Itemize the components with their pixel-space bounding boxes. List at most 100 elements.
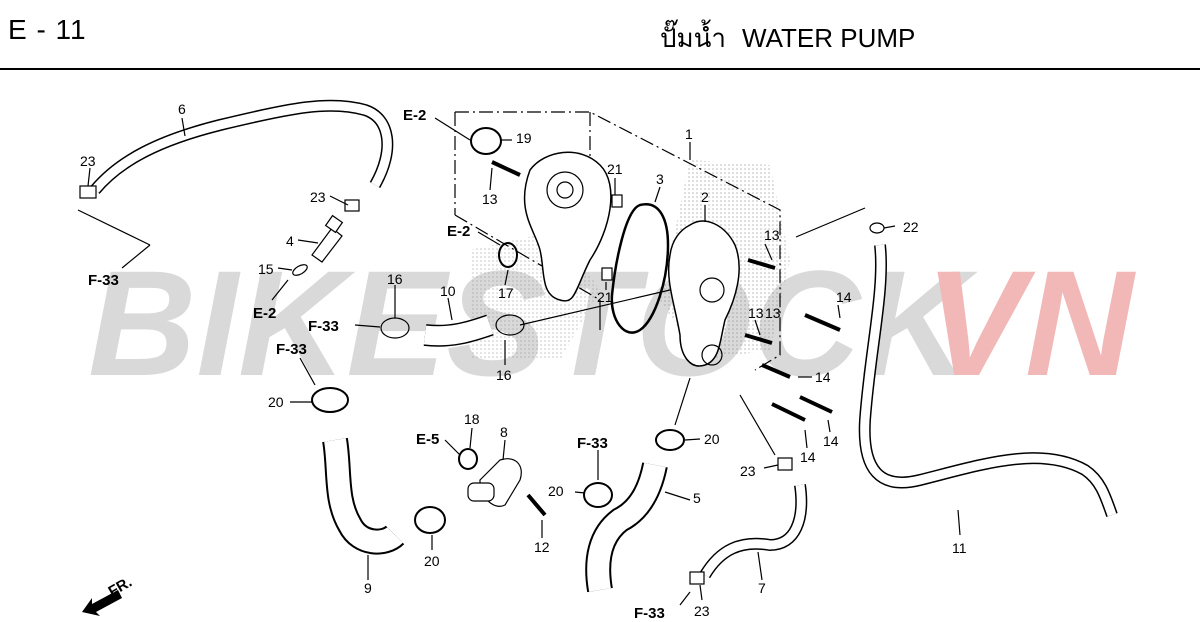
- leader-line: [804, 429, 808, 449]
- hose-9: [324, 438, 403, 553]
- leader-line: [883, 225, 896, 229]
- reference-line: [271, 279, 289, 301]
- front-direction-arrow: [82, 590, 122, 616]
- callout-number: 22: [903, 219, 919, 235]
- leader-line: [957, 509, 961, 536]
- callout-number: 6: [178, 101, 186, 117]
- callout-number: 17: [498, 285, 514, 301]
- reference-line: [519, 289, 671, 326]
- callout-number: 13: [748, 305, 764, 321]
- title-thai: ปั๊มน้ำ: [660, 24, 727, 54]
- callout-number: 23: [694, 603, 710, 619]
- leader-line: [795, 207, 866, 238]
- leader-line: [329, 195, 349, 206]
- callout-number: 3: [656, 171, 664, 187]
- callout-number: 20: [424, 553, 440, 569]
- ref-e5: E-5: [416, 431, 439, 448]
- o-ring-15: [292, 264, 308, 276]
- leader-line: [574, 491, 586, 494]
- callout-number: 11: [952, 540, 967, 556]
- leader-line: [674, 377, 691, 426]
- reference-line: [477, 231, 501, 246]
- leader-line: [654, 186, 661, 203]
- leader-line: [181, 117, 186, 137]
- callout-number: 16: [387, 271, 403, 287]
- hose-10: [423, 316, 494, 346]
- ref-f33: F-33: [276, 341, 307, 358]
- ref-f33: F-33: [634, 605, 665, 622]
- callout-number: 10: [440, 283, 456, 299]
- water-joint-8: [467, 482, 495, 502]
- callout-number: 15: [258, 261, 274, 277]
- reference-line: [679, 591, 691, 606]
- upper-hose-6: [91, 101, 392, 193]
- reference-line: [354, 324, 381, 328]
- leader-line: [754, 319, 761, 336]
- ref-e2: E-2: [253, 305, 276, 322]
- callout-number: 14: [815, 369, 831, 385]
- callout-number: 23: [80, 153, 96, 169]
- water-pump-body: [523, 151, 612, 302]
- callout-number: 20: [268, 394, 284, 410]
- callout-number: 12: [534, 539, 550, 555]
- ref-f33: F-33: [88, 272, 119, 289]
- bolt-14: [799, 395, 833, 414]
- ref-f33: F-33: [577, 435, 608, 452]
- callout-number: 4: [286, 233, 294, 249]
- assembly-box-outline: [455, 111, 781, 371]
- ref-e2: E-2: [447, 223, 470, 240]
- hose-5: [587, 462, 666, 592]
- callout-number: 18: [464, 411, 480, 427]
- callout-number: 23: [310, 189, 326, 205]
- bolt-13: [747, 258, 776, 270]
- leader-line: [764, 243, 773, 261]
- bolt-12: [526, 493, 547, 517]
- bolt-14: [771, 402, 806, 422]
- reference-line: [434, 117, 471, 141]
- hose-clamp-20: [583, 482, 613, 508]
- title-english: WATER PUMP: [742, 23, 916, 53]
- leader-line: [447, 297, 453, 321]
- diagram-code: E - 11: [8, 14, 87, 45]
- hose-clamp-20: [414, 506, 446, 534]
- reference-line: [77, 209, 151, 246]
- gasket-3: [610, 202, 670, 334]
- leader-line: [739, 394, 776, 456]
- header-divider: [0, 68, 1200, 70]
- hose-7: [701, 484, 806, 578]
- leader-line: [502, 439, 506, 461]
- leader-line: [469, 427, 473, 449]
- leader-line: [757, 551, 763, 581]
- hose-clip-23: [777, 457, 793, 471]
- dowel-pin-21: [611, 194, 623, 208]
- callout-number: 13: [482, 191, 498, 207]
- leader-line: [489, 167, 493, 191]
- callout-number: 20: [704, 431, 720, 447]
- ref-f33: F-33: [308, 318, 339, 335]
- bolt-14: [804, 313, 841, 332]
- bolt-13: [744, 333, 773, 345]
- o-ring-18: [458, 448, 478, 470]
- hose-clip-23: [79, 185, 97, 199]
- callout-number: 1: [685, 126, 693, 142]
- leader-line: [664, 491, 691, 501]
- leader-line: [504, 269, 509, 286]
- reference-line: [444, 439, 461, 456]
- leader-line: [87, 167, 91, 187]
- assembly-box-outline: [454, 214, 601, 301]
- dowel-pin-21: [601, 267, 613, 281]
- callout-number: 16: [496, 367, 512, 383]
- leader-line: [684, 438, 701, 441]
- o-ring-19: [470, 127, 502, 155]
- callout-number: 21: [607, 161, 623, 177]
- callout-number: 21: [597, 289, 613, 305]
- water-pump-impeller: [546, 171, 584, 209]
- leader-line: [297, 239, 319, 244]
- leader-line: [699, 584, 703, 601]
- leader-line: [837, 304, 841, 319]
- callout-number: 14: [800, 449, 816, 465]
- sensor-4: [311, 227, 343, 263]
- callout-number: 5: [693, 490, 701, 506]
- callout-number: 13: [764, 227, 780, 243]
